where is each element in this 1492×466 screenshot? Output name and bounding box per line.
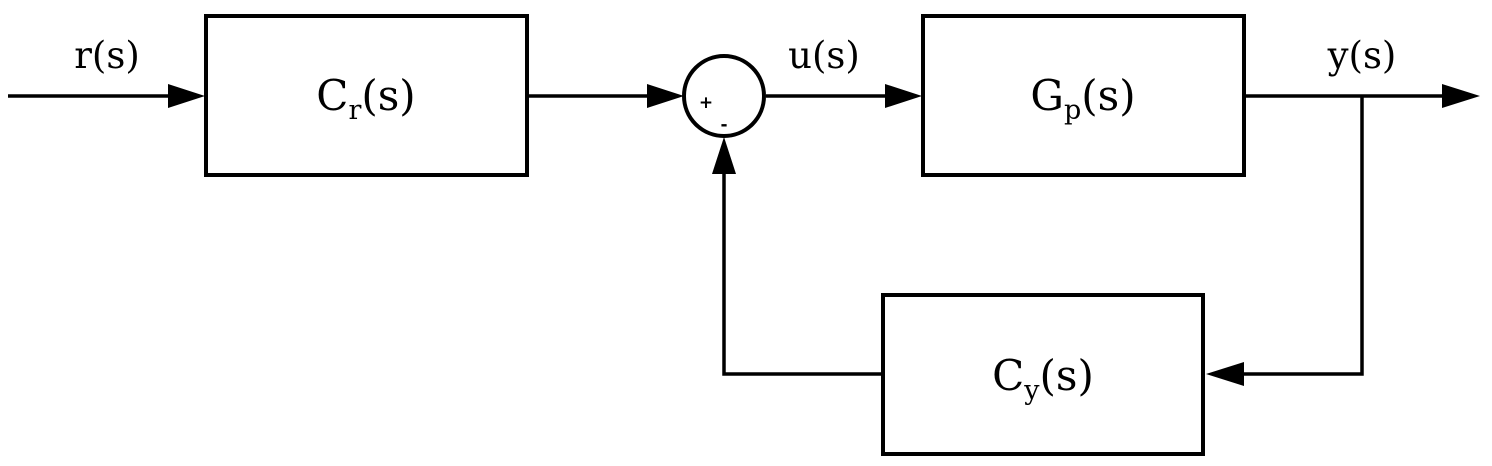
plant-label: Gp(s) (1030, 71, 1135, 126)
control-signal-label: u(s) (788, 34, 860, 77)
plus-sign: + (699, 93, 713, 113)
output-signal-label: y(s) (1327, 34, 1397, 77)
cr-to-sum-arrow (647, 84, 684, 108)
cy-arg: (s) (1040, 351, 1094, 400)
sum-to-plant-arrow (885, 84, 922, 108)
minus-sign: - (720, 115, 727, 135)
output-arrow (1442, 84, 1480, 108)
cr-main: C (316, 71, 348, 120)
plant-block (921, 14, 1246, 177)
feedback-controller-label: Cy(s) (992, 351, 1094, 406)
feedback-into-cy-arrow (1206, 362, 1244, 386)
cy-main: C (992, 351, 1024, 400)
feedback-into-sum-arrow (712, 137, 736, 174)
gp-main: G (1030, 71, 1064, 120)
feedback-to-sum-wire (722, 170, 883, 376)
feedback-controller-block (881, 293, 1205, 456)
reference-controller-label: Cr(s) (316, 71, 415, 126)
input-arrow (168, 84, 205, 108)
gp-arg: (s) (1081, 71, 1135, 120)
input-signal-label: r(s) (74, 34, 140, 77)
cr-sub: r (348, 95, 361, 126)
gp-sub: p (1064, 95, 1081, 126)
feedback-return-wire (1243, 96, 1364, 376)
reference-controller-block (204, 14, 529, 177)
summing-junction (682, 54, 766, 138)
cy-sub: y (1023, 375, 1040, 406)
cr-arg: (s) (361, 71, 415, 120)
